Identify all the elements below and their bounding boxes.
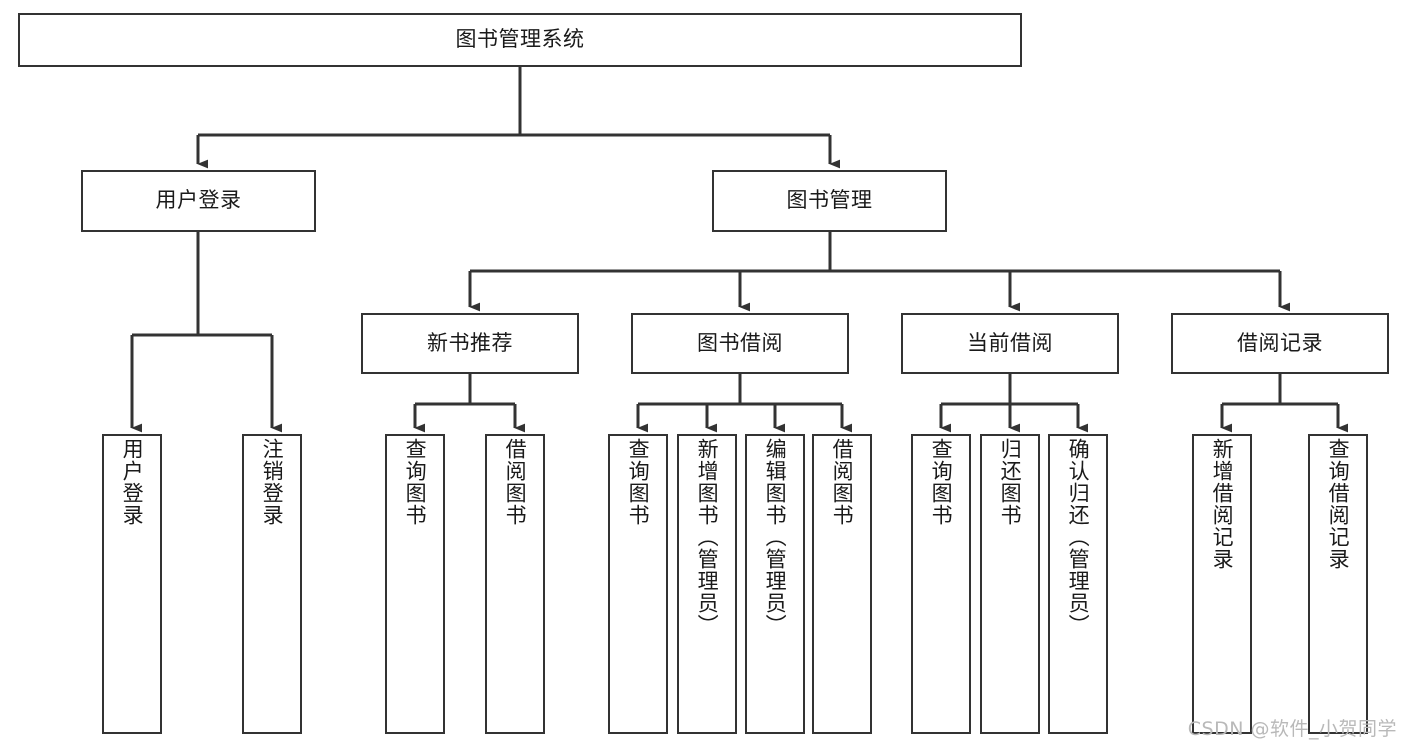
node-root-system[interactable]: 图书管理系统 xyxy=(18,13,1022,67)
node-book-borrow[interactable]: 图书借阅 xyxy=(631,313,849,374)
node-leaf-edit-book-label: 编辑图书（管理员） xyxy=(763,438,788,636)
node-leaf-return-book-label: 归还图书 xyxy=(998,438,1023,526)
node-leaf-user-logout-label: 注销登录 xyxy=(260,438,285,526)
node-leaf-query-record-label: 查询借阅记录 xyxy=(1326,438,1351,570)
node-leaf-add-record[interactable]: 新增借阅记录 xyxy=(1192,434,1252,734)
node-book-management-label: 图书管理 xyxy=(786,188,873,213)
node-user-login[interactable]: 用户登录 xyxy=(81,170,316,232)
node-leaf-borrow-book-2-label: 借阅图书 xyxy=(830,438,855,526)
node-leaf-add-book-label: 新增图书（管理员） xyxy=(695,438,720,636)
node-current-borrow[interactable]: 当前借阅 xyxy=(901,313,1119,374)
node-leaf-borrow-book-2[interactable]: 借阅图书 xyxy=(812,434,872,734)
node-leaf-query-book-1[interactable]: 查询图书 xyxy=(385,434,445,734)
node-leaf-query-book-3-label: 查询图书 xyxy=(929,438,954,526)
node-book-management[interactable]: 图书管理 xyxy=(712,170,947,232)
node-borrow-record-label: 借阅记录 xyxy=(1237,330,1323,355)
node-borrow-record[interactable]: 借阅记录 xyxy=(1171,313,1389,374)
node-leaf-add-book[interactable]: 新增图书（管理员） xyxy=(677,434,737,734)
node-leaf-query-book-3[interactable]: 查询图书 xyxy=(911,434,971,734)
node-leaf-user-login-label: 用户登录 xyxy=(120,438,145,526)
node-current-borrow-label: 当前借阅 xyxy=(967,330,1053,355)
node-leaf-borrow-book-1[interactable]: 借阅图书 xyxy=(485,434,545,734)
node-leaf-confirm-return[interactable]: 确认归还（管理员） xyxy=(1048,434,1108,734)
node-leaf-query-record[interactable]: 查询借阅记录 xyxy=(1308,434,1368,734)
node-leaf-return-book[interactable]: 归还图书 xyxy=(980,434,1040,734)
node-leaf-query-book-2-label: 查询图书 xyxy=(626,438,651,526)
node-leaf-confirm-return-label: 确认归还（管理员） xyxy=(1066,438,1091,636)
node-leaf-query-book-1-label: 查询图书 xyxy=(403,438,428,526)
csdn-watermark: CSDN @软件_小贺同学 xyxy=(1187,718,1397,740)
node-root-system-label: 图书管理系统 xyxy=(455,27,585,52)
node-leaf-query-book-2[interactable]: 查询图书 xyxy=(608,434,668,734)
node-leaf-edit-book[interactable]: 编辑图书（管理员） xyxy=(745,434,805,734)
node-user-login-label: 用户登录 xyxy=(155,188,242,213)
node-leaf-user-login[interactable]: 用户登录 xyxy=(102,434,162,734)
node-leaf-add-record-label: 新增借阅记录 xyxy=(1210,438,1235,570)
node-leaf-borrow-book-1-label: 借阅图书 xyxy=(503,438,528,526)
node-new-book-recommend-label: 新书推荐 xyxy=(427,330,513,355)
node-leaf-user-logout[interactable]: 注销登录 xyxy=(242,434,302,734)
node-book-borrow-label: 图书借阅 xyxy=(697,330,783,355)
node-new-book-recommend[interactable]: 新书推荐 xyxy=(361,313,579,374)
